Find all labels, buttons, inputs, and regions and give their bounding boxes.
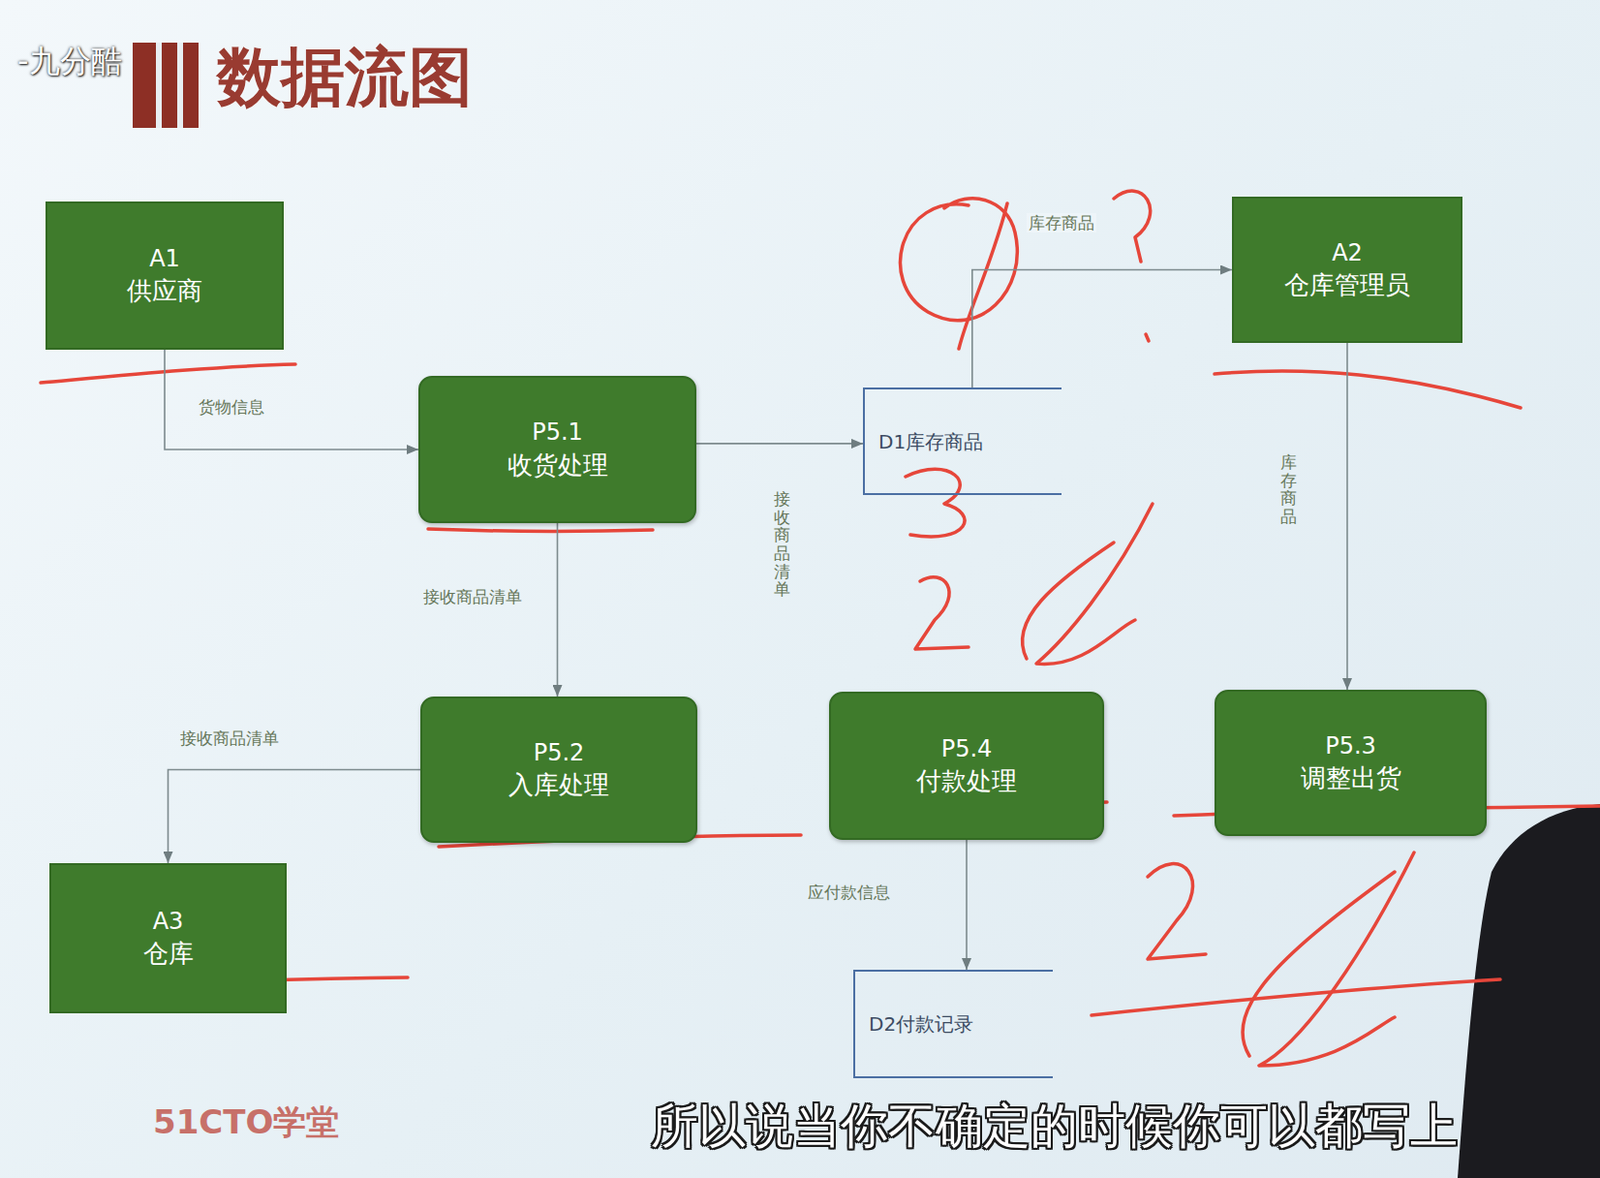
brand-logo-text: 51CTO学堂 (153, 1102, 339, 1142)
watermark: -九分酷 (17, 42, 123, 80)
flow-label: 货物信息 (198, 397, 265, 417)
node-name: 仓库管理员 (1284, 268, 1411, 303)
node-text-group: D1库存商品 (864, 429, 984, 455)
process-box: P5.3调整出货 (1214, 689, 1487, 836)
presenter-silhouette (1457, 803, 1600, 1178)
node-name: 付款处理 (916, 764, 1017, 799)
data-flow-arrow (972, 270, 1232, 389)
node-text-group: A2仓库管理员 (1284, 237, 1411, 303)
node-text-group: D2付款记录 (855, 1011, 974, 1037)
data-flow-arrow (696, 442, 863, 445)
flow-label: 接收商品清单 (180, 728, 279, 748)
node-text-group: P5.2入库处理 (508, 737, 610, 802)
node-name: 收货处理 (507, 448, 609, 483)
node-name: 供应商 (126, 274, 203, 308)
title-icon (132, 42, 199, 128)
node-name: 调整出货 (1300, 761, 1402, 796)
data-flow-arrow (965, 839, 968, 970)
node-text-group: A3仓库 (143, 905, 194, 971)
store-name: D1库存商品 (864, 429, 984, 455)
node-id: P5.2 (533, 737, 585, 769)
data-store: D2付款记录 (853, 969, 1053, 1078)
data-store: D1库存商品 (862, 387, 1062, 495)
node-id: A3 (153, 905, 185, 937)
flow-label: 应付款信息 (807, 882, 891, 902)
process-box: P5.1收货处理 (418, 375, 697, 524)
red-annotations (40, 190, 1600, 1066)
node-text-group: P5.4付款处理 (916, 733, 1017, 799)
flow-label: 库存商品 (1026, 213, 1097, 233)
flow-label: 接收商品清单 (773, 490, 791, 599)
flow-label: 库存商品 (1280, 453, 1297, 526)
node-id: P5.3 (1324, 730, 1377, 762)
node-text-group: P5.3调整出货 (1300, 730, 1402, 796)
data-flow-arrow (164, 349, 419, 450)
node-name: 仓库 (143, 936, 194, 971)
node-name: 入库处理 (508, 768, 610, 802)
diagram-title: 数据流图 (216, 38, 473, 116)
data-flow-arrow (556, 523, 559, 697)
node-id: A2 (1331, 237, 1363, 269)
external-entity-box: A3仓库 (49, 862, 287, 1014)
process-box: P5.4付款处理 (829, 691, 1105, 840)
external-entity-box: A2仓库管理员 (1231, 196, 1463, 343)
node-id: P5.4 (941, 733, 993, 765)
node-text-group: P5.1收货处理 (507, 416, 609, 482)
data-flow-arrow (1346, 342, 1349, 690)
process-box: P5.2入库处理 (420, 696, 698, 843)
flow-label: 接收商品清单 (423, 586, 523, 607)
store-name: D2付款记录 (855, 1011, 974, 1037)
external-entity-box: A1供应商 (45, 201, 284, 350)
node-id: P5.1 (531, 416, 584, 448)
node-id: A1 (149, 243, 181, 275)
data-flow-arrow (168, 769, 422, 864)
video-subtitle: 所以说当你不确定的时候你可以都写上 (650, 1098, 1458, 1156)
node-text-group: A1供应商 (126, 243, 203, 308)
